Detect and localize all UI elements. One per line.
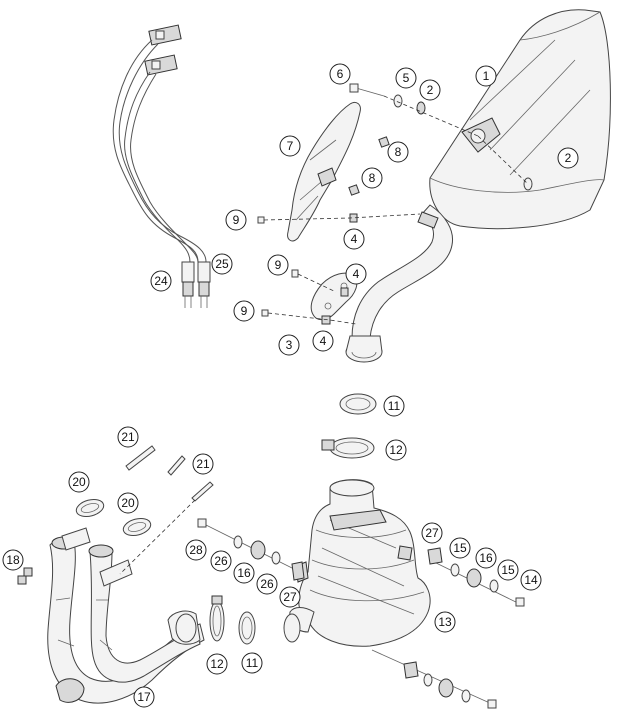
callout-26-a: 26 <box>210 550 232 572</box>
heat-shield <box>287 101 361 242</box>
callout-27-a: 27 <box>421 522 443 544</box>
link-pipe <box>345 204 454 363</box>
svg-text:14: 14 <box>524 573 538 587</box>
upper-leaders <box>263 95 529 325</box>
callouts: 1 2 2 3 4 4 4 5 6 7 8 8 9 9 9 11 11 12 1… <box>2 63 579 708</box>
svg-text:27: 27 <box>425 526 439 540</box>
svg-text:16: 16 <box>237 566 251 580</box>
svg-text:8: 8 <box>395 145 402 159</box>
svg-text:8: 8 <box>369 171 376 185</box>
callout-11-upper: 11 <box>383 395 405 417</box>
svg-text:21: 21 <box>196 457 210 471</box>
callout-12-upper: 12 <box>385 439 407 461</box>
callout-5: 5 <box>395 67 417 89</box>
svg-text:20: 20 <box>121 496 135 510</box>
callout-9-c: 9 <box>233 300 255 322</box>
callout-8-b: 8 <box>361 167 383 189</box>
callout-16-a: 16 <box>475 547 497 569</box>
gaskets <box>75 498 152 537</box>
svg-text:12: 12 <box>210 657 224 671</box>
callout-7: 7 <box>279 135 301 157</box>
silencer <box>429 9 611 230</box>
callout-4-c: 4 <box>312 330 334 352</box>
callout-24: 24 <box>150 270 172 292</box>
svg-text:18: 18 <box>6 553 20 567</box>
callout-9-a: 9 <box>225 209 247 231</box>
callout-15-a: 15 <box>449 537 471 559</box>
svg-text:9: 9 <box>241 304 248 318</box>
svg-text:25: 25 <box>215 257 229 271</box>
svg-text:9: 9 <box>275 258 282 272</box>
svg-text:11: 11 <box>388 399 401 413</box>
svg-text:12: 12 <box>389 443 403 457</box>
callout-28: 28 <box>185 539 207 561</box>
callout-11-lower: 11 <box>241 652 263 674</box>
callout-2-right: 2 <box>557 147 579 169</box>
svg-text:4: 4 <box>351 232 358 246</box>
svg-text:24: 24 <box>154 274 168 288</box>
svg-text:2: 2 <box>565 151 572 165</box>
svg-text:4: 4 <box>353 267 360 281</box>
svg-text:3: 3 <box>286 338 293 352</box>
callout-15-b: 15 <box>497 559 519 581</box>
nuts-18 <box>17 567 33 585</box>
svg-text:28: 28 <box>189 543 203 557</box>
callout-1: 1 <box>475 65 497 87</box>
callout-27-b: 27 <box>279 586 301 608</box>
callout-9-b: 9 <box>267 254 289 276</box>
svg-text:4: 4 <box>320 334 327 348</box>
callout-6: 6 <box>329 63 351 85</box>
svg-text:9: 9 <box>233 213 240 227</box>
callout-25: 25 <box>211 253 233 275</box>
svg-text:15: 15 <box>501 563 515 577</box>
studs <box>119 445 214 575</box>
callout-17: 17 <box>133 686 155 708</box>
seal-ring-upper <box>339 393 377 415</box>
svg-text:2: 2 <box>427 83 434 97</box>
svg-text:11: 11 <box>246 656 259 670</box>
svg-text:6: 6 <box>337 67 344 81</box>
callout-4-a: 4 <box>343 228 365 250</box>
svg-text:16: 16 <box>479 551 493 565</box>
pre-silencer <box>283 479 431 647</box>
svg-text:7: 7 <box>287 139 294 153</box>
callout-20-a: 20 <box>68 471 90 493</box>
mount-hardware-left <box>197 518 305 581</box>
clamp-upper <box>321 437 375 459</box>
exhaust-headers <box>47 527 205 704</box>
svg-text:21: 21 <box>121 430 135 444</box>
callout-3: 3 <box>278 334 300 356</box>
callout-21-b: 21 <box>192 453 214 475</box>
svg-text:26: 26 <box>214 554 228 568</box>
callout-16-b: 16 <box>233 562 255 584</box>
svg-text:15: 15 <box>453 541 467 555</box>
callout-2-top: 2 <box>419 79 441 101</box>
callout-8-a: 8 <box>387 141 409 163</box>
svg-text:13: 13 <box>438 615 452 629</box>
callout-12-lower: 12 <box>206 653 228 675</box>
callout-4-b: 4 <box>345 263 367 285</box>
callout-20-b: 20 <box>117 492 139 514</box>
mount-hardware-bottom <box>371 649 497 709</box>
svg-text:1: 1 <box>483 69 490 83</box>
clamp-lower <box>209 595 225 642</box>
svg-text:27: 27 <box>283 590 297 604</box>
callout-26-b: 26 <box>256 573 278 595</box>
callout-13: 13 <box>434 611 456 633</box>
seal-ring-lower <box>238 611 256 645</box>
lambda-sensor-wiring <box>112 24 211 308</box>
svg-text:5: 5 <box>403 71 410 85</box>
mount-hardware-right <box>427 547 525 607</box>
svg-text:26: 26 <box>260 577 274 591</box>
svg-text:20: 20 <box>72 475 86 489</box>
callout-21-a: 21 <box>117 426 139 448</box>
callout-18: 18 <box>2 549 24 571</box>
svg-text:17: 17 <box>137 690 151 704</box>
callout-14: 14 <box>520 569 542 591</box>
